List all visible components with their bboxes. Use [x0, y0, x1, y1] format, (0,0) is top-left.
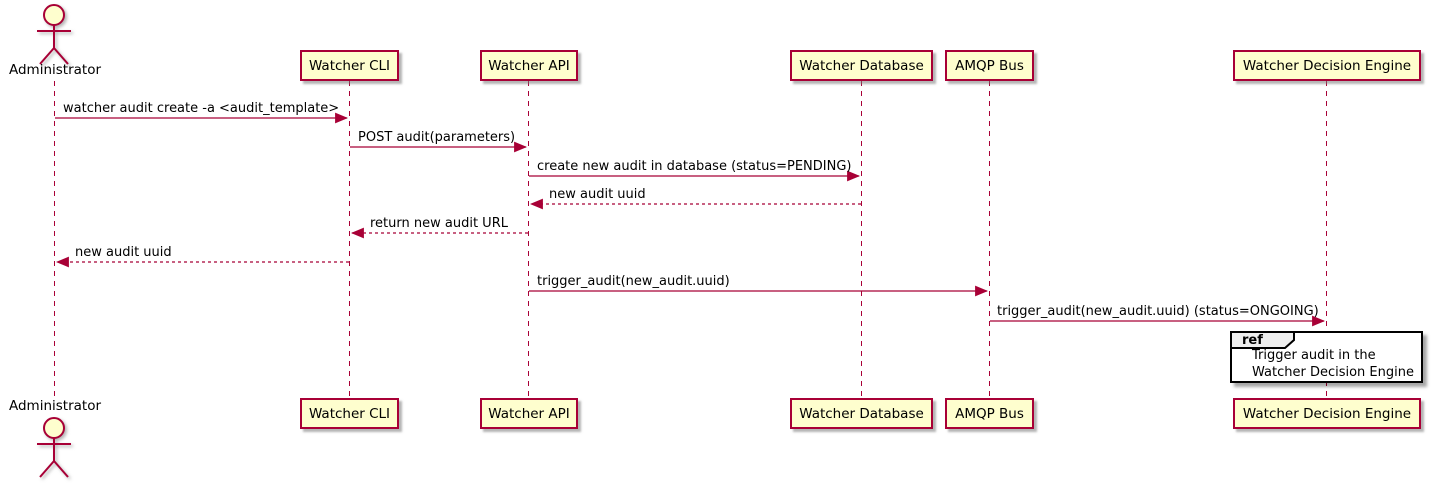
participant-label: AMQP Bus [955, 405, 1024, 422]
participant-watcher-cli-top: Watcher CLI [300, 50, 399, 81]
message-label-2: POST audit(parameters) [358, 130, 516, 145]
participant-amqp-bus-bottom: AMQP Bus [945, 398, 1034, 429]
participant-watcher-api-top: Watcher API [480, 50, 578, 81]
message-label-7: trigger_audit(new_audit.uuid) [537, 274, 730, 289]
participant-label: Watcher Decision Engine [1242, 57, 1412, 74]
participant-label: Watcher Database [799, 57, 924, 74]
participant-watcher-database-top: Watcher Database [790, 50, 933, 81]
ref-keyword: ref [1242, 333, 1263, 348]
participant-watcher-decision-engine-bottom: Watcher Decision Engine [1233, 398, 1421, 429]
participant-label: Watcher Decision Engine [1242, 405, 1412, 422]
participant-label: AMQP Bus [955, 57, 1024, 74]
message-label-4: new audit uuid [549, 187, 646, 202]
ref-text: Trigger audit in the Watcher Decision En… [1252, 348, 1414, 381]
participant-watcher-database-bottom: Watcher Database [790, 398, 933, 429]
ref-fragment: ref Trigger audit in the Watcher Decisio… [1230, 331, 1423, 383]
ref-text-line1: Trigger audit in the [1252, 348, 1376, 363]
participant-label: Watcher CLI [308, 405, 391, 422]
actor-administrator-top-label: Administrator [8, 62, 102, 78]
message-label-1: watcher audit create -a <audit_template> [63, 101, 340, 116]
participant-watcher-decision-engine-top: Watcher Decision Engine [1233, 50, 1421, 81]
participant-amqp-bus-top: AMQP Bus [945, 50, 1034, 81]
participant-watcher-api-bottom: Watcher API [480, 398, 578, 429]
message-label-3: create new audit in database (status=PEN… [537, 159, 852, 174]
actor-administrator-bottom-icon [37, 417, 71, 478]
ref-text-line2: Watcher Decision Engine [1252, 364, 1414, 380]
ref-header-shape [1230, 331, 1295, 349]
participant-label: Watcher Database [799, 405, 924, 422]
actor-administrator-bottom-label: Administrator [8, 398, 102, 414]
participant-label: Watcher API [488, 405, 570, 422]
actor-administrator-top-icon [37, 4, 71, 65]
message-label-8: trigger_audit(new_audit.uuid) (status=ON… [997, 304, 1319, 319]
participant-watcher-cli-bottom: Watcher CLI [300, 398, 399, 429]
message-label-5: return new audit URL [370, 216, 508, 231]
participant-label: Watcher CLI [308, 57, 391, 74]
participant-label: Watcher API [488, 57, 570, 74]
message-label-6: new audit uuid [75, 245, 172, 260]
